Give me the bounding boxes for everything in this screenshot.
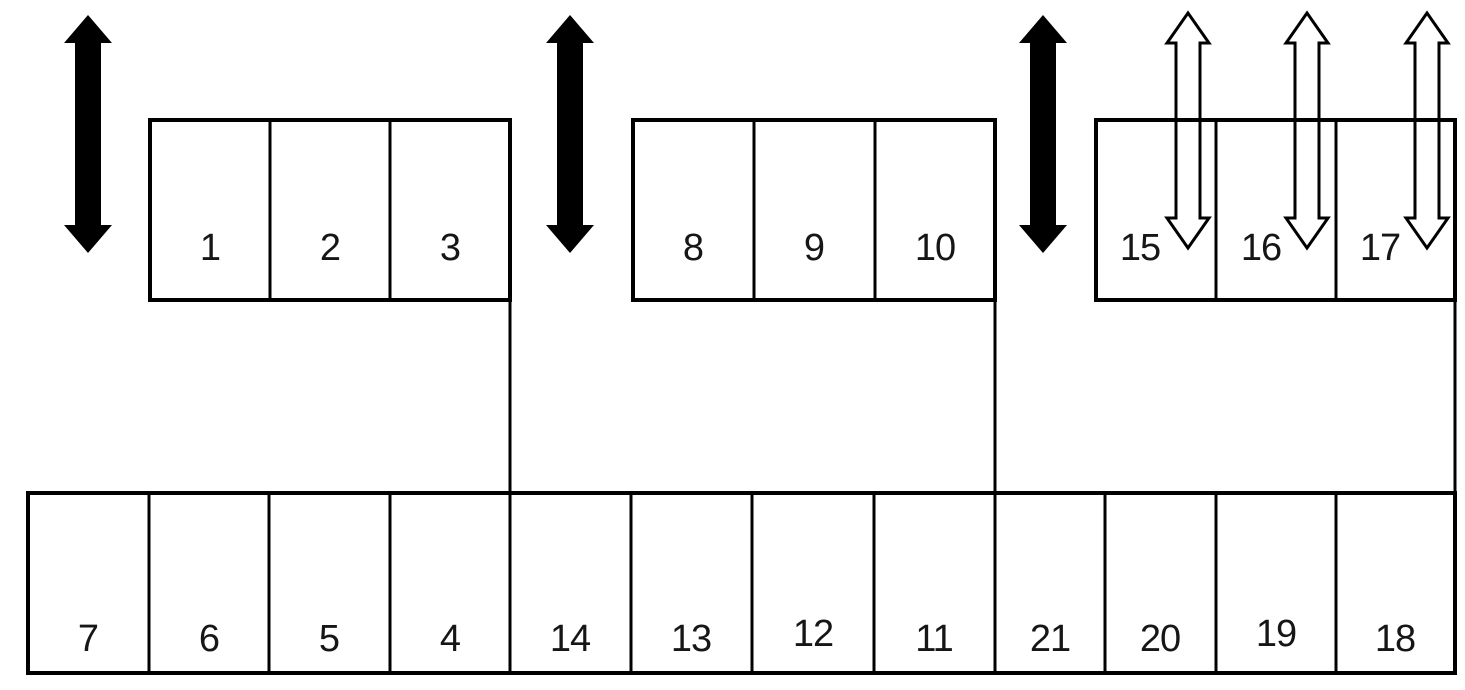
boxes-layer	[26, 118, 1457, 675]
arrows-layer	[64, 10, 1451, 253]
cell-label-10: 10	[915, 227, 955, 269]
cell-label-15: 15	[1120, 227, 1160, 269]
cell-label-14: 14	[550, 618, 591, 660]
cell-label-18: 18	[1375, 618, 1415, 660]
solid-double-arrow-icon-2	[546, 15, 594, 253]
labels-layer: 1 2 3 8 9 10 15 16 17 7 6 5 4 14 13 12 1…	[78, 227, 1416, 660]
cell-label-3: 3	[440, 227, 460, 269]
cell-label-12: 12	[793, 613, 833, 655]
cell-label-21: 21	[1030, 618, 1070, 660]
hollow-double-arrow-icon-1	[1164, 10, 1212, 251]
hollow-double-arrow-icon-2	[1283, 10, 1331, 251]
cell-label-8: 8	[683, 227, 703, 269]
top-group-2-box	[631, 118, 997, 302]
cell-label-9: 9	[804, 227, 824, 269]
cell-label-16: 16	[1241, 227, 1281, 269]
bottom-row-box	[26, 491, 1457, 675]
cell-label-11: 11	[915, 618, 952, 660]
hollow-double-arrow-icon-3	[1403, 10, 1451, 251]
cell-label-13: 13	[671, 618, 711, 660]
cell-label-1: 1	[200, 227, 220, 269]
cell-label-2: 2	[320, 227, 340, 269]
top-group-1-box	[148, 118, 512, 302]
solid-double-arrow-icon-1	[64, 15, 112, 253]
cell-label-6: 6	[199, 618, 219, 660]
cell-label-7: 7	[78, 618, 98, 660]
cell-label-5: 5	[319, 618, 339, 660]
cell-label-4: 4	[440, 618, 461, 660]
cell-label-20: 20	[1140, 618, 1180, 660]
solid-double-arrow-icon-3	[1019, 15, 1067, 253]
cell-label-17: 17	[1360, 227, 1400, 269]
top-group-3-box	[1094, 118, 1457, 302]
cell-label-19: 19	[1256, 613, 1296, 655]
